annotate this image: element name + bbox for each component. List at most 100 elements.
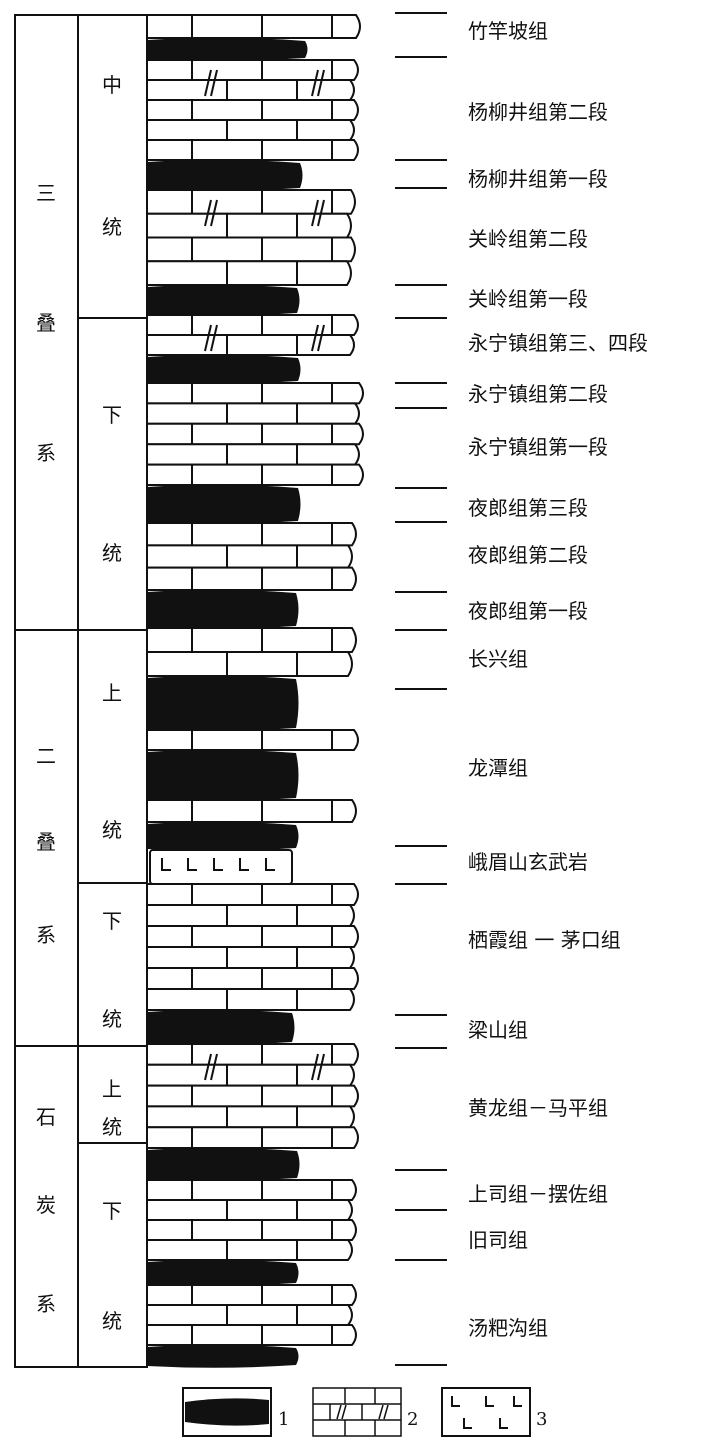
limestone-layer (146, 627, 357, 653)
limestone-layer (146, 925, 359, 948)
limestone-layer (146, 1043, 359, 1066)
formation-label: 栖霞组 一 茅口组 (468, 928, 621, 952)
series-char: 上 (102, 1077, 122, 1101)
formation-label: 峨眉山玄武岩 (468, 850, 588, 874)
limestone-bed (146, 1043, 359, 1149)
shale-bed (147, 1009, 295, 1045)
limestone-layer (146, 334, 355, 356)
dolomite-mark (311, 69, 319, 97)
shale-bed (147, 589, 299, 629)
formation-label: 长兴组 (468, 647, 528, 671)
basalt-mark (265, 858, 275, 871)
limestone-layer (146, 967, 359, 990)
system-char: 石 (36, 1105, 56, 1129)
formation-label: 龙潭组 (468, 756, 528, 780)
limestone-bed (146, 729, 359, 751)
basalt-icon (441, 1387, 531, 1437)
series-char: 统 (102, 1309, 122, 1333)
formation-label: 永宁镇组第一段 (468, 435, 608, 459)
dolomite-mark (210, 324, 218, 352)
limestone-layer (146, 236, 356, 263)
dolomite-mark (204, 199, 212, 227)
legend-number: 1 (278, 1409, 290, 1430)
dolomite-mark (311, 324, 319, 352)
limestone-layer (146, 382, 364, 405)
chronostratigraphic-frame (14, 14, 148, 1368)
limestone-layer (146, 1126, 359, 1149)
system-char: 系 (36, 441, 56, 465)
limestone-bed (146, 1284, 357, 1346)
series-char: 中 (102, 73, 122, 97)
system-char: 系 (36, 1292, 56, 1316)
limestone-layer (146, 443, 360, 466)
system-char: 三 (36, 181, 56, 205)
formation-label: 梁山组 (468, 1018, 528, 1042)
limestone-bed (146, 522, 357, 591)
shale-bed (147, 821, 299, 851)
system-char: 二 (36, 744, 56, 768)
formation-label: 汤粑沟组 (468, 1316, 548, 1340)
limestone-layer (146, 566, 357, 591)
shale-bed (147, 675, 299, 731)
dolomite-mark (317, 324, 325, 352)
shale-bed (147, 37, 308, 61)
system-char: 系 (36, 923, 56, 947)
dolomite-mark (210, 1053, 218, 1081)
shale-bed (147, 1147, 300, 1181)
dolomite-mark (210, 69, 218, 97)
shale-bed (147, 1259, 299, 1286)
dolomite-mark (317, 199, 325, 227)
dolomite-mark (317, 69, 325, 97)
limestone-layer (146, 14, 361, 39)
series-char: 统 (102, 541, 122, 565)
limestone-bed (146, 627, 357, 677)
limestone-layer (146, 544, 353, 569)
limestone-layer (146, 1284, 357, 1306)
formation-label: 关岭组第一段 (468, 287, 588, 311)
limestone-bed (146, 883, 359, 1011)
limestone-layer (146, 729, 359, 751)
limestone-bed (146, 59, 359, 161)
system-char: 炭 (36, 1193, 56, 1217)
limestone-layer (146, 1084, 359, 1108)
frame-border (14, 14, 148, 1368)
shale-bed (147, 1344, 299, 1368)
limestone-layer (146, 522, 357, 547)
limestone-layer (146, 1105, 355, 1129)
limestone-layer (146, 1219, 357, 1241)
black-shale-icon (182, 1387, 272, 1437)
formation-label: 关岭组第二段 (468, 227, 588, 251)
limestone-layer (146, 79, 355, 101)
basalt-mark (161, 858, 171, 871)
limestone-layer (146, 1199, 353, 1221)
limestone-layer (146, 904, 355, 927)
limestone-layer (146, 883, 359, 906)
dolomite-mark (311, 199, 319, 227)
basalt-mark (213, 858, 223, 871)
series-char: 下 (102, 909, 122, 933)
basalt-mark (239, 858, 249, 871)
shale-bed (147, 159, 303, 191)
limestone-layer (146, 1179, 357, 1201)
formation-label: 夜郎组第一段 (468, 599, 588, 623)
series-char: 统 (102, 818, 122, 842)
formation-label: 杨柳井组第二段 (468, 100, 608, 124)
limestone-bed (146, 14, 361, 39)
limestone-layer (146, 799, 357, 823)
legend (182, 1387, 531, 1437)
limestone-layer (146, 651, 353, 677)
series-char: 统 (102, 1007, 122, 1031)
dolomite-mark (204, 324, 212, 352)
limestone-layer (146, 59, 359, 81)
limestone-layer (146, 1063, 355, 1087)
limestone-layer (146, 139, 359, 161)
series-char: 下 (102, 403, 122, 427)
limestone-layer (146, 402, 360, 425)
series-char: 统 (102, 1115, 122, 1139)
system-char: 叠 (36, 830, 56, 854)
limestone-layer (146, 1324, 357, 1346)
limestone-bed (146, 799, 357, 823)
limestone-bed (146, 382, 364, 486)
limestone-icon (312, 1387, 402, 1437)
